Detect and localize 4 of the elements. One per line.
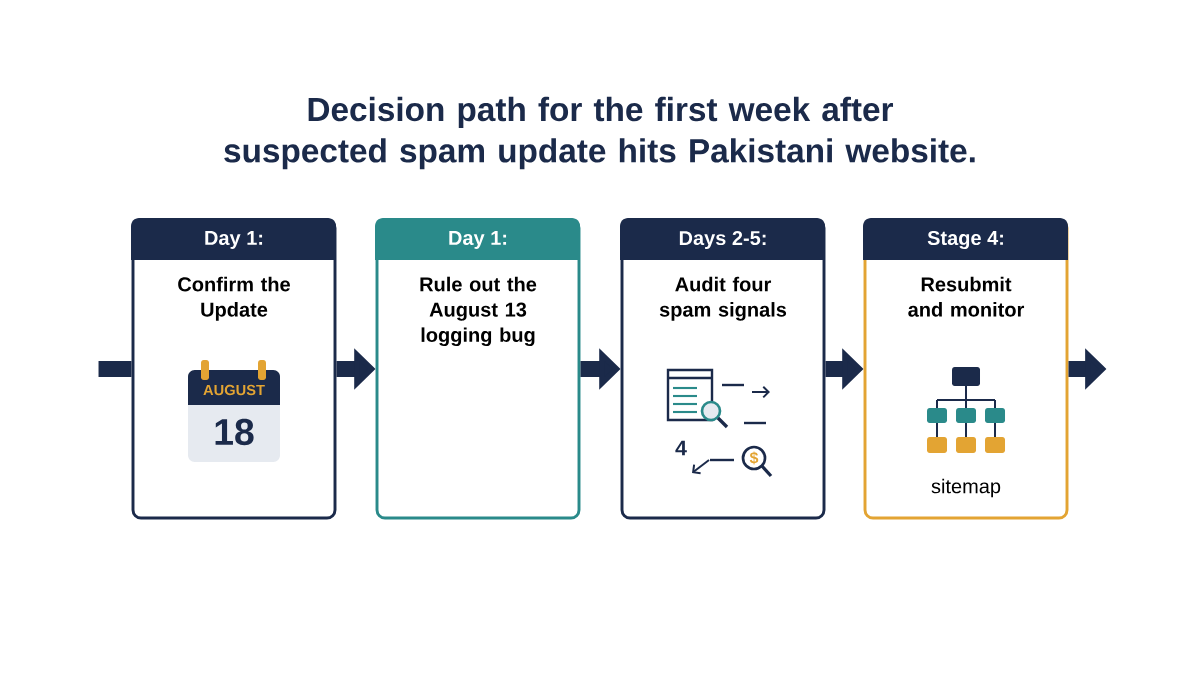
step-card: Day 1: Rule out the August 13 logging bug xyxy=(375,218,581,520)
title: Decision path for the first week after suspected spam update hits Pakistani website. xyxy=(224,96,975,170)
audit-drawing: 4 $ xyxy=(666,368,773,478)
step-card: Stage 4: Resubmit and monitor sitemap xyxy=(863,218,1069,520)
